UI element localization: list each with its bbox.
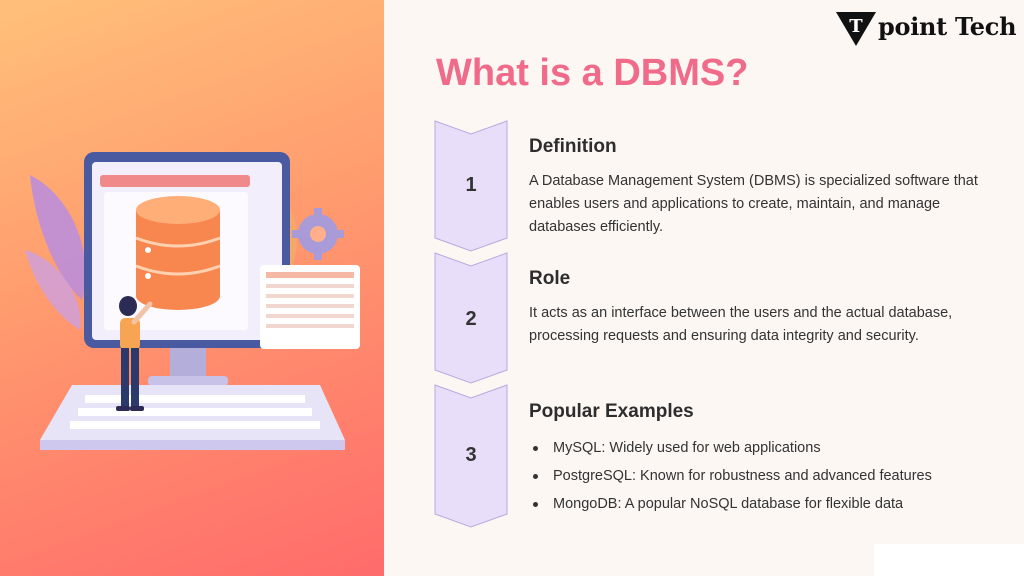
list-item: PostgreSQL: Known for robustness and adv… — [529, 462, 932, 490]
corner-patch — [874, 544, 1024, 576]
step-chevron-icon — [434, 384, 508, 528]
section-text-role: It acts as an interface between the user… — [529, 305, 953, 344]
step-marker-3: 3 — [434, 384, 508, 528]
step-marker-1: 1 — [434, 120, 508, 252]
examples-list: MySQL: Widely used for web applications … — [529, 434, 932, 518]
logo-letter: T — [849, 16, 863, 37]
list-item: MongoDB: A popular NoSQL database for fl… — [529, 490, 932, 518]
page-title: What is a DBMS? — [436, 52, 749, 94]
section-heading-definition: Definition — [529, 136, 617, 157]
step-chevron-icon — [434, 252, 508, 384]
section-heading-examples: Popular Examples — [529, 401, 694, 422]
person-icon — [116, 296, 153, 411]
section-heading-role: Role — [529, 268, 571, 289]
leaf-icon — [25, 250, 81, 330]
step-number: 2 — [465, 308, 477, 330]
list-item: MySQL: Widely used for web applications — [529, 434, 932, 462]
illustration-panel — [0, 0, 384, 576]
database-monitor-illustration — [25, 152, 360, 450]
database-icon — [135, 196, 221, 310]
leaf-icon — [30, 175, 86, 300]
step-marker-2: 2 — [434, 252, 508, 384]
keyboard-icon — [40, 385, 345, 450]
step-number: 1 — [465, 174, 477, 196]
logo-text: point Tech — [878, 12, 1017, 41]
step-number: 3 — [465, 444, 477, 466]
brand-logo: T point Tech — [834, 8, 1017, 48]
table-card-icon — [260, 265, 360, 349]
gear-icon — [292, 208, 344, 260]
logo-triangle-icon: T — [836, 12, 876, 46]
section-text-definition: A Database Management System (DBMS) is s… — [529, 173, 978, 235]
step-chevron-icon — [434, 120, 508, 252]
